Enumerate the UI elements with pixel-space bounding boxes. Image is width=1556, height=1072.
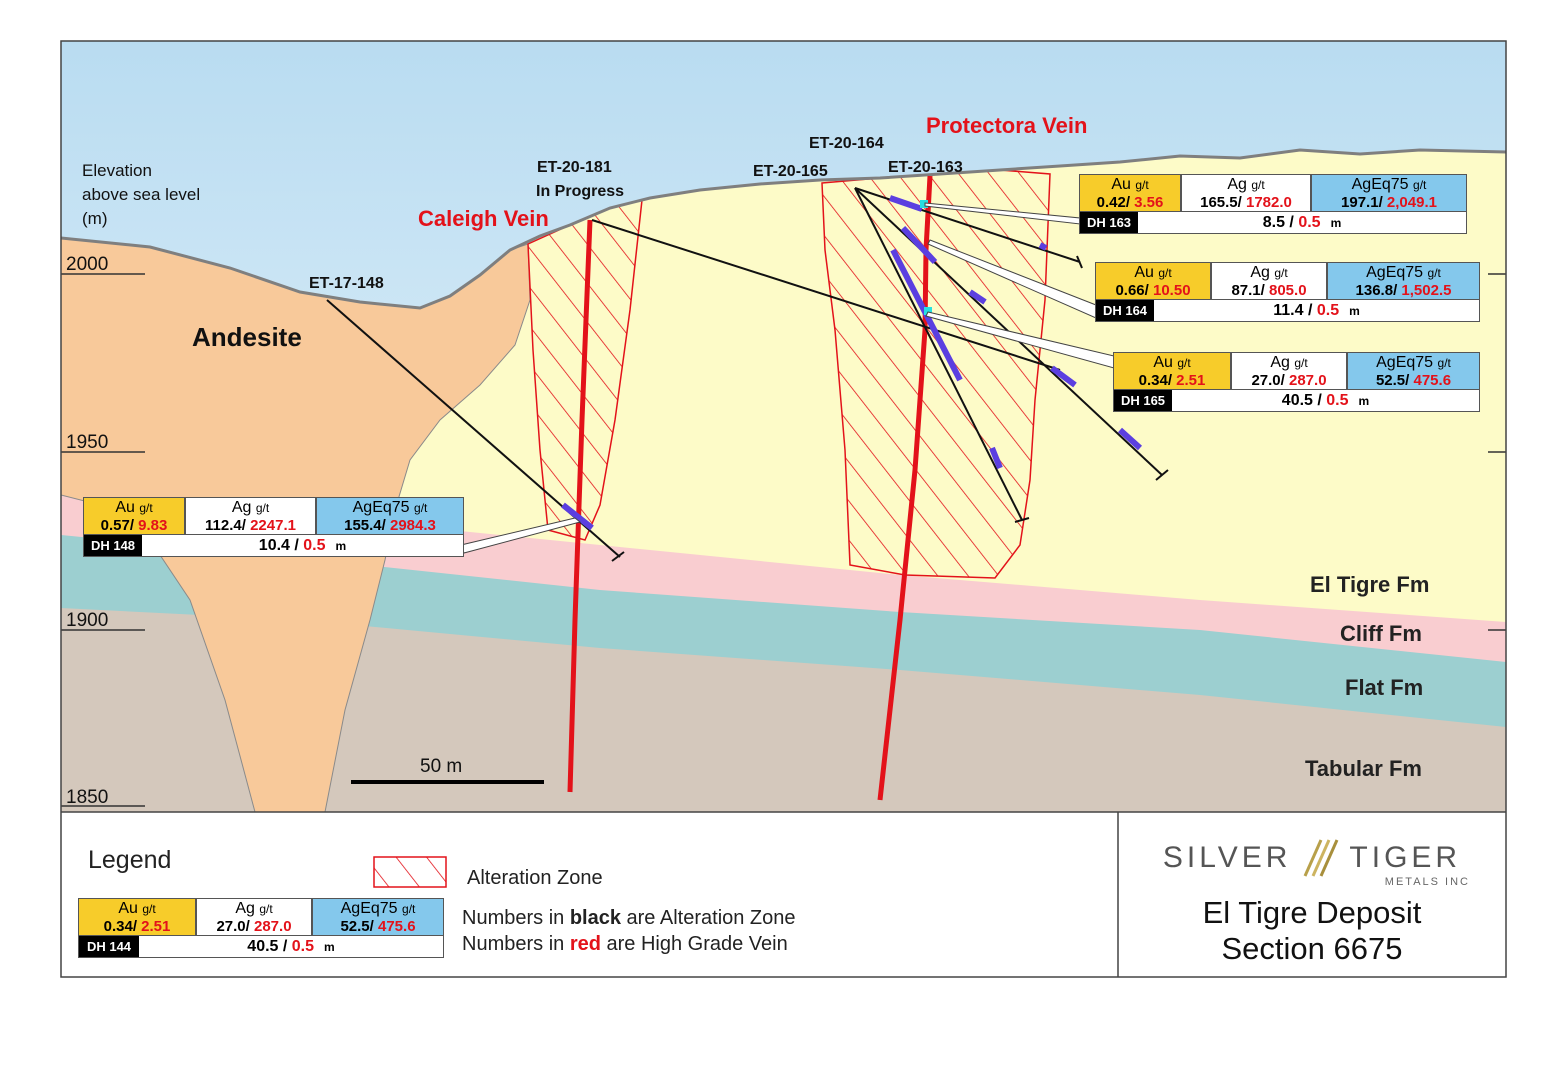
legend-title: Legend: [88, 846, 172, 874]
au-cell: Au g/t 0.57/ 9.83: [83, 497, 185, 535]
intercept-box-dh-165: Au g/t 0.34/ 2.51 Ag g/t 27.0/ 287.0 AgE…: [1113, 352, 1480, 412]
ag-cell: Ag g/t 27.0/ 287.0: [1231, 352, 1347, 390]
elevation-ticks: [61, 273, 1506, 807]
drillhole-end-et-20-163: [1076, 255, 1083, 269]
drillhole-label-et-17-148: ET-17-148: [309, 275, 384, 292]
brand-name-right: TIGER: [1349, 841, 1462, 874]
intercept-163: [889, 195, 923, 212]
elevation-tick-1950: 1950: [66, 432, 108, 453]
hole-id: DH 164: [1096, 300, 1154, 321]
intercept-163-b: [1038, 242, 1048, 251]
leader-dh-148: [460, 517, 582, 554]
topographic-surface: [61, 148, 1506, 310]
section-title: Section 6675: [1221, 931, 1403, 966]
au-cell: Au g/t 0.66/ 10.50: [1095, 262, 1211, 300]
au-cell: Au g/t 0.34/ 2.51: [1113, 352, 1231, 390]
legend-example-box: Au g/t 0.34/ 2.51 Ag g/t 27.0/ 287.0 AgE…: [78, 898, 444, 958]
scale-bar-label: 50 m: [420, 756, 462, 777]
ag-cell: Ag g/t 112.4/ 2247.1: [185, 497, 316, 535]
elevation-tick-1850: 1850: [66, 787, 108, 808]
drillhole-label-et-20-181: ET-20-181: [537, 159, 612, 176]
legend-alteration-swatch: [373, 856, 447, 888]
intercept-box-dh-163: Au g/t 0.42/ 3.56 Ag g/t 165.5/ 1782.0 A…: [1079, 174, 1467, 234]
andesite-label: Andesite: [192, 322, 302, 352]
protectora-vein-label: Protectora Vein: [926, 113, 1087, 138]
hole-id: DH 144: [79, 936, 139, 957]
drillhole-label-et-20-163: ET-20-163: [888, 159, 963, 176]
brand-logo: SILVER TIGER METALS INC: [1118, 838, 1506, 888]
elevation-tick-1900: 1900: [66, 610, 108, 631]
drillhole-end-et-20-164: [1014, 517, 1030, 523]
au-cell: Au g/t 0.42/ 3.56: [1079, 174, 1181, 212]
hole-id: DH 148: [84, 535, 142, 556]
intercept-164-b: [968, 289, 987, 305]
tabular-fm-label: Tabular Fm: [1305, 756, 1422, 781]
ag-cell: Ag g/t 27.0/ 287.0: [196, 898, 312, 936]
vein-intersect-marker-163: [920, 200, 928, 208]
elevation-tick-2000: 2000: [66, 254, 108, 275]
elevation-axis-title-1: Elevation: [82, 161, 152, 180]
hole-id: DH 163: [1080, 212, 1138, 233]
brand-name-left: SILVER: [1162, 841, 1292, 874]
ageq-cell: AgEq75 g/t 136.8/ 1,502.5: [1327, 262, 1480, 300]
drillhole-trace-et-20-181: [591, 219, 1061, 371]
au-cell: Au g/t 0.34/ 2.51: [78, 898, 196, 936]
section-frame: [60, 40, 1507, 978]
brand-subtitle: METALS INC: [1384, 876, 1470, 888]
elevation-axis-title-3: (m): [82, 209, 107, 228]
ageq-cell: AgEq75 g/t 197.1/ 2,049.1: [1311, 174, 1467, 212]
intercept-148: [561, 502, 594, 531]
elevation-axis-title-2: above sea level: [82, 185, 200, 204]
deposit-title: El Tigre Deposit: [1202, 895, 1422, 930]
ageq-cell: AgEq75 g/t 52.5/ 475.6: [312, 898, 444, 936]
legend-alteration-label: Alteration Zone: [467, 867, 603, 889]
ageq-cell: AgEq75 g/t 52.5/ 475.6: [1347, 352, 1480, 390]
intercept-box-dh-148: Au g/t 0.57/ 9.83 Ag g/t 112.4/ 2247.1 A…: [83, 497, 464, 557]
cliff-fm-label: Cliff Fm: [1340, 621, 1422, 646]
drillhole-status-et-20-181: In Progress: [536, 183, 624, 200]
drillhole-label-et-20-164: ET-20-164: [809, 135, 884, 152]
protectora-alteration-zone: [821, 169, 1051, 579]
drillhole-end-et-20-165: [1155, 469, 1169, 481]
intercept-box-dh-164: Au g/t 0.66/ 10.50 Ag g/t 87.1/ 805.0 Ag…: [1095, 262, 1480, 322]
intercept-165-b: [989, 446, 1003, 470]
protectora-vein-trace: [877, 175, 933, 801]
ag-cell: Ag g/t 87.1/ 805.0: [1211, 262, 1327, 300]
claw-mark-icon: [1304, 839, 1339, 877]
tabular-fm-unit: [61, 608, 1506, 812]
intercept-segments: [561, 195, 1143, 531]
vein-intersect-marker-165: [924, 307, 932, 315]
ageq-cell: AgEq75 g/t 155.4/ 2984.3: [316, 497, 464, 535]
legend-note-black: Numbers in black are Alteration Zone: [462, 907, 796, 929]
el-tigre-fm-label: El Tigre Fm: [1310, 572, 1429, 597]
drillhole-end-et-17-148: [611, 551, 625, 562]
drillhole-label-et-20-165: ET-20-165: [753, 163, 828, 180]
intercept-164-a: [900, 225, 938, 265]
ag-cell: Ag g/t 165.5/ 1782.0: [1181, 174, 1311, 212]
hole-id: DH 165: [1114, 390, 1172, 411]
intercept-164-c: [1050, 365, 1077, 388]
intercept-164-d: [1117, 427, 1143, 451]
caleigh-vein-label: Caleigh Vein: [418, 206, 549, 231]
flat-fm-label: Flat Fm: [1345, 675, 1423, 700]
drillhole-trace-et-20-164: [854, 187, 1023, 521]
legend-note-red: Numbers in red are High Grade Vein: [462, 933, 788, 955]
